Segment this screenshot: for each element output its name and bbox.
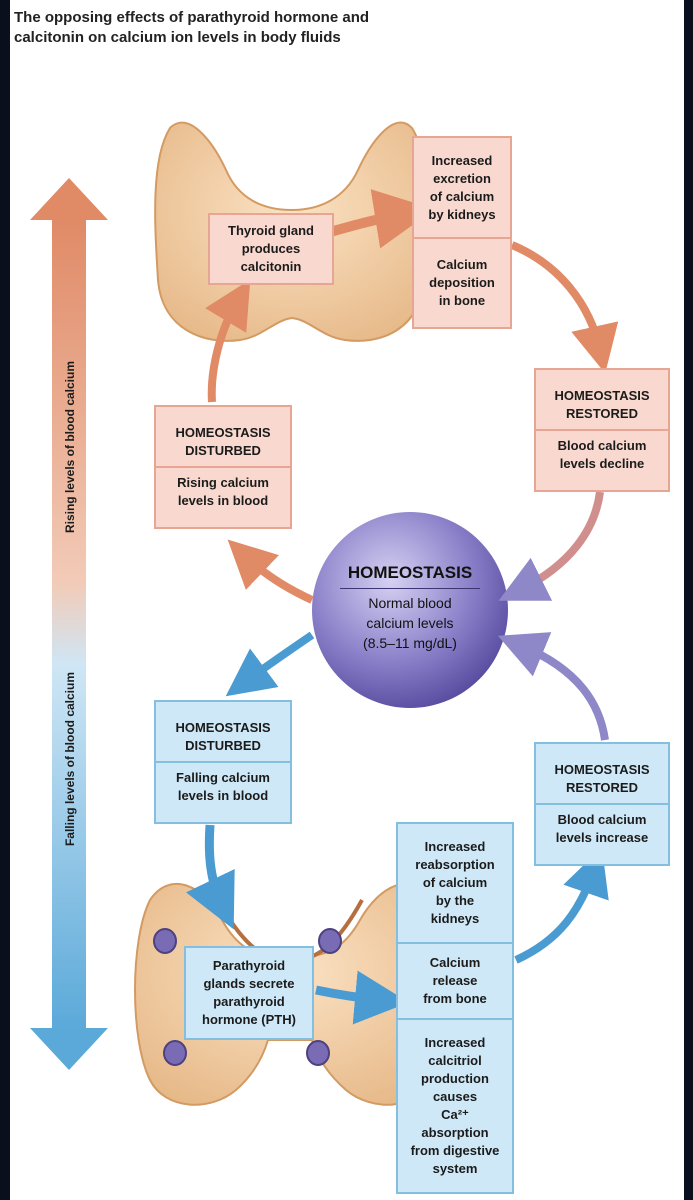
effect-bone-deposition: Calcium deposition in bone [412, 239, 512, 329]
parathyroid-line: Parathyroid [212, 958, 286, 973]
arrow-effects-to-restored-bottom [514, 847, 609, 964]
homeostasis-disturbed-top: HOMEOSTASIS DISTURBED Rising calcium lev… [154, 405, 292, 529]
arrow-homeostasis-to-disturbed-top [227, 539, 314, 604]
text-line: Falling calcium [176, 770, 270, 785]
arrow-disturbed-to-thyroid [205, 279, 251, 403]
rising-label: Rising levels of blood calcium [63, 360, 77, 534]
homeostasis-restored-bottom: HOMEOSTASIS RESTORED Blood calcium level… [534, 742, 670, 866]
parathyroid-line: glands secrete [203, 976, 295, 991]
center-heading: HOMEOSTASIS [339, 562, 481, 589]
text-line: levels in blood [177, 493, 269, 508]
effect-kidney-excretion: Increased excretion of calcium by kidney… [412, 136, 512, 240]
effect-line: Increased [424, 839, 486, 854]
parathyroid-line: parathyroid [213, 994, 285, 1009]
homeostasis-center: HOMEOSTASIS Normal blood calcium levels … [312, 562, 508, 653]
effect-line: Increased [431, 152, 493, 168]
effect-kidney-reabsorption: Increased reabsorption of calcium by the… [396, 822, 514, 944]
falling-label: Falling levels of blood calcium [63, 671, 77, 847]
title-line-2: calcitonin on calcium ion levels in body… [14, 29, 341, 46]
thyroid-box: Thyroid gland produces calcitonin [208, 213, 334, 285]
center-line: calcium levels [366, 615, 454, 631]
heading-line: DISTURBED [185, 738, 261, 753]
parathyroid-line: hormone (PTH) [202, 1012, 296, 1027]
effect-line: excretion [433, 170, 491, 186]
diagram-title: The opposing effects of parathyroid horm… [14, 8, 369, 48]
effect-line: of calcium [422, 875, 488, 890]
effect-line: of calcium [429, 188, 495, 204]
effect-line: from digestive [410, 1143, 500, 1158]
effect-line: by the [435, 893, 475, 908]
effect-line: deposition [429, 275, 495, 291]
effect-line: calcitriol [428, 1053, 482, 1068]
parathyroid-box: Parathyroid glands secrete parathyroid h… [184, 946, 314, 1040]
effect-line: Calcium [429, 955, 481, 970]
homeostasis-disturbed-bottom: HOMEOSTASIS DISTURBED Falling calcium le… [154, 700, 292, 824]
arrow-homeostasis-to-disturbed-bottom [225, 631, 315, 697]
thyroid-line: Thyroid gland [228, 223, 314, 238]
center-line: (8.5–11 mg/dL) [363, 635, 457, 651]
text-line: levels decline [559, 456, 645, 471]
arrow-thyroid-to-effects [328, 189, 435, 249]
arrow-restored-bottom-to-homeostasis [497, 632, 609, 741]
heading-line: HOMEOSTASIS [175, 720, 271, 735]
effect-line: production [421, 1071, 489, 1086]
arrow-restored-to-homeostasis [498, 491, 604, 601]
heading-line: HOMEOSTASIS [175, 425, 271, 440]
effect-line: reabsorption [415, 857, 495, 872]
effect-bone-release: Calcium release from bone [396, 944, 514, 1020]
effect-line: Ca²⁺ [441, 1107, 469, 1122]
homeostasis-restored-top: HOMEOSTASIS RESTORED Blood calcium level… [534, 368, 670, 492]
effect-line: system [432, 1161, 478, 1176]
thyroid-line: produces [241, 241, 301, 256]
arrow-disturbed-to-parathyroid [185, 824, 235, 930]
effect-line: release [432, 973, 478, 988]
text-line: Blood calcium [557, 812, 647, 827]
heading-line: HOMEOSTASIS [554, 388, 650, 403]
arrow-effects-to-restored [510, 241, 619, 374]
title-line-1: The opposing effects of parathyroid horm… [14, 9, 370, 26]
text-line: levels in blood [177, 788, 269, 803]
thyroid-line: calcitonin [240, 259, 302, 274]
text-line: Rising calcium [177, 475, 269, 490]
effect-line: from bone [423, 991, 487, 1006]
effect-line: kidneys [430, 911, 480, 926]
effect-calcitriol: Increased calcitriol production causes C… [396, 1020, 514, 1194]
homeostasis-circle [312, 512, 508, 708]
heading-line: RESTORED [566, 780, 638, 795]
arrow-parathyroid-to-effects [315, 970, 409, 1025]
effect-line: by kidneys [428, 206, 496, 222]
bottom-effects-stack: Increased reabsorption of calcium by the… [396, 822, 514, 1194]
left-double-arrow [30, 178, 108, 1070]
effect-line: absorption [421, 1125, 489, 1140]
text-line: levels increase [555, 830, 649, 845]
effect-line: Calcium [436, 257, 488, 273]
effect-line: Increased [424, 1035, 486, 1050]
effect-line: in bone [438, 293, 486, 309]
heading-line: HOMEOSTASIS [554, 762, 650, 777]
heading-line: DISTURBED [185, 443, 261, 458]
top-effects-stack: Increased excretion of calcium by kidney… [412, 136, 512, 329]
center-line: Normal blood [368, 595, 452, 611]
heading-line: RESTORED [566, 406, 638, 421]
text-line: Blood calcium [557, 438, 647, 453]
effect-line: causes [432, 1089, 478, 1104]
